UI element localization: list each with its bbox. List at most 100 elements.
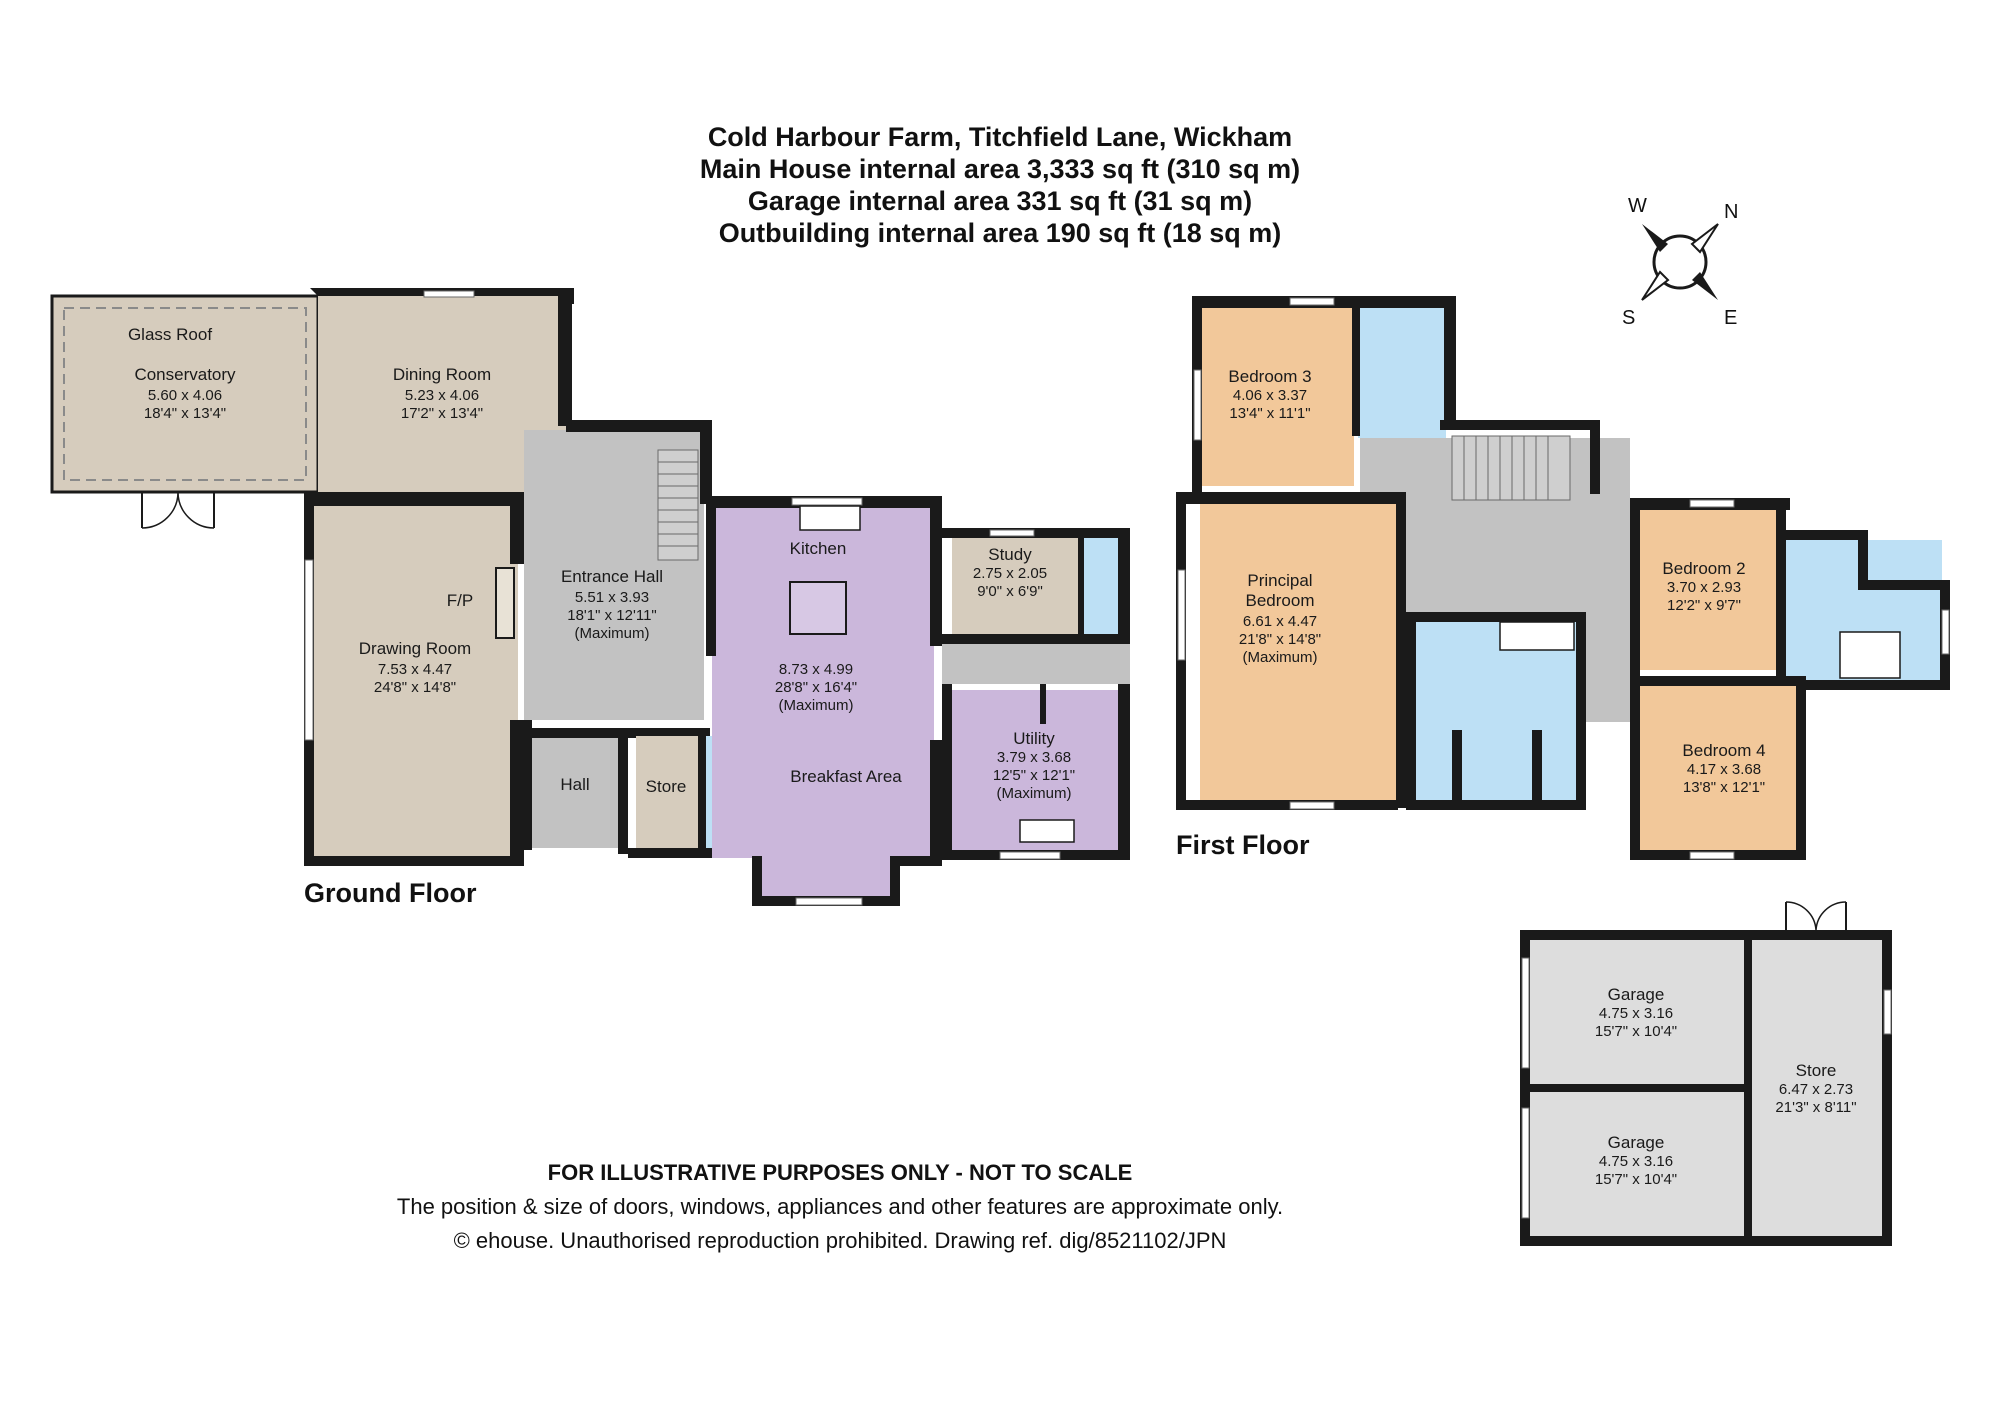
- ground-floor-labels: Glass Roof Conservatory 5.60 x 4.06 18'4…: [128, 325, 1075, 908]
- disclaimer-note: The position & size of doors, windows, a…: [397, 1194, 1283, 1219]
- garage1-metric: 4.75 x 3.16: [1599, 1005, 1673, 1022]
- drawing-name: Drawing Room: [359, 639, 471, 658]
- bedroom3-name: Bedroom 3: [1228, 367, 1311, 386]
- compass-north: N: [1724, 201, 1738, 223]
- disclaimer-heading: FOR ILLUSTRATIVE PURPOSES ONLY - NOT TO …: [548, 1160, 1133, 1185]
- store-outbuilding-name: Store: [1796, 1061, 1837, 1080]
- store-outbuilding-metric: 6.47 x 2.73: [1779, 1081, 1853, 1098]
- study-room: [952, 538, 1078, 634]
- compass-east: E: [1724, 307, 1737, 329]
- breakfast-area-name: Breakfast Area: [790, 767, 902, 786]
- kitchen-bay: [760, 858, 890, 898]
- conservatory-doors-icon: [141, 491, 215, 529]
- study-name: Study: [988, 545, 1032, 564]
- ground-floor-plan: [50, 288, 1130, 906]
- compass-rose-icon: W N S E: [1622, 195, 1738, 329]
- store-name: Store: [646, 777, 687, 796]
- outbuilding-area: Outbuilding internal area 190 sq ft (18 …: [719, 218, 1282, 248]
- property-address: Cold Harbour Farm, Titchfield Lane, Wick…: [708, 122, 1292, 152]
- garage-2: [1530, 1092, 1744, 1236]
- study-wc: [1082, 538, 1118, 634]
- entrance-note: (Maximum): [575, 625, 650, 642]
- bedroom-3-ensuite: [1358, 306, 1446, 438]
- entrance-metric: 5.51 x 3.93: [575, 589, 649, 606]
- drawing-metric: 7.53 x 4.47: [378, 661, 452, 678]
- dining-metric: 5.23 x 4.06: [405, 387, 479, 404]
- garage2-metric: 4.75 x 3.16: [1599, 1153, 1673, 1170]
- utility-sink-icon: [1019, 819, 1075, 843]
- conservatory-note: Glass Roof: [128, 325, 212, 344]
- ground-floor-label: Ground Floor: [304, 878, 477, 908]
- kitchen-note: (Maximum): [779, 697, 854, 714]
- principal-metric: 6.61 x 4.47: [1243, 613, 1317, 630]
- dining-imperial: 17'2" x 13'4": [401, 405, 483, 422]
- kitchen-metric: 8.73 x 4.99: [779, 661, 853, 678]
- fireplace-label: F/P: [447, 591, 473, 610]
- store-room: [636, 736, 698, 848]
- principal-note: (Maximum): [1243, 649, 1318, 666]
- utility-note: (Maximum): [997, 785, 1072, 802]
- compass-west: W: [1628, 195, 1647, 217]
- garage1-name: Garage: [1608, 985, 1665, 1004]
- principal-name-line1: Principal: [1247, 571, 1312, 590]
- hall-room: [532, 736, 618, 848]
- first-floor-label: First Floor: [1176, 830, 1310, 860]
- bedroom2-name: Bedroom 2: [1662, 559, 1745, 578]
- entrance-name: Entrance Hall: [561, 567, 663, 586]
- conservatory-room: [50, 294, 320, 494]
- garage-1: [1530, 940, 1744, 1084]
- kitchen-room: [712, 506, 934, 858]
- bedroom2-metric: 3.70 x 2.93: [1667, 579, 1741, 596]
- plan-header: Cold Harbour Farm, Titchfield Lane, Wick…: [700, 122, 1300, 248]
- entrance-imperial: 18'1" x 12'11": [567, 607, 657, 624]
- bedroom-2: [1640, 508, 1776, 670]
- utility-corridor: [942, 644, 1130, 684]
- fireplace-icon: [495, 567, 515, 639]
- first-floor-staircase-icon: [1451, 435, 1571, 501]
- bath-icon: [1499, 621, 1575, 651]
- utility-metric: 3.79 x 3.68: [997, 749, 1071, 766]
- store-outbuilding-imperial: 21'3" x 8'11": [1775, 1099, 1856, 1116]
- garage2-name: Garage: [1608, 1133, 1665, 1152]
- drawing-room: [312, 500, 518, 856]
- garage-area: Garage internal area 331 sq ft (31 sq m): [748, 186, 1252, 216]
- study-metric: 2.75 x 2.05: [973, 565, 1047, 582]
- conservatory-imperial: 18'4" x 13'4": [144, 405, 226, 422]
- kitchen-name: Kitchen: [790, 539, 847, 558]
- dining-name: Dining Room: [393, 365, 491, 384]
- hall-name: Hall: [560, 775, 589, 794]
- first-floor-labels: Bedroom 3 4.06 x 3.37 13'4" x 11'1" Prin…: [1176, 367, 1766, 860]
- conservatory-metric: 5.60 x 4.06: [148, 387, 222, 404]
- outbuilding-store: [1752, 940, 1882, 1236]
- bedroom3-metric: 4.06 x 3.37: [1233, 387, 1307, 404]
- kitchen-sink-icon: [799, 505, 861, 531]
- principal-name-line2: Bedroom: [1246, 591, 1315, 610]
- first-floor-plan: [1176, 296, 1950, 860]
- study-imperial: 9'0" x 6'9": [977, 583, 1043, 600]
- bedroom4-metric: 4.17 x 3.68: [1687, 761, 1761, 778]
- outbuilding-labels: Garage 4.75 x 3.16 15'7" x 10'4" Garage …: [1595, 985, 1857, 1188]
- staircase-icon: [657, 449, 699, 561]
- bedroom4-name: Bedroom 4: [1682, 741, 1765, 760]
- outbuildings-plan: [1520, 901, 1892, 1246]
- principal-imperial: 21'8" x 14'8": [1239, 631, 1321, 648]
- bedroom4-imperial: 13'8" x 12'1": [1683, 779, 1765, 796]
- store-doors-icon: [1785, 901, 1847, 931]
- main-house-area: Main House internal area 3,333 sq ft (31…: [700, 154, 1300, 184]
- ensuite-bath-icon: [1839, 631, 1901, 679]
- garage2-imperial: 15'7" x 10'4": [1595, 1171, 1677, 1188]
- bedroom2-imperial: 12'2" x 9'7": [1667, 597, 1741, 614]
- copyright-notice: © ehouse. Unauthorised reproduction proh…: [454, 1228, 1227, 1253]
- bedroom-4: [1640, 684, 1796, 850]
- plan-footer: FOR ILLUSTRATIVE PURPOSES ONLY - NOT TO …: [397, 1160, 1283, 1253]
- principal-bedroom: [1200, 500, 1396, 800]
- bedroom3-imperial: 13'4" x 11'1": [1229, 405, 1310, 422]
- kitchen-island-icon: [789, 581, 847, 635]
- utility-imperial: 12'5" x 12'1": [993, 767, 1075, 784]
- conservatory-name: Conservatory: [134, 365, 236, 384]
- compass-south: S: [1622, 307, 1635, 329]
- drawing-imperial: 24'8" x 14'8": [374, 679, 456, 696]
- bedroom-3: [1200, 306, 1354, 486]
- garage1-imperial: 15'7" x 10'4": [1595, 1023, 1677, 1040]
